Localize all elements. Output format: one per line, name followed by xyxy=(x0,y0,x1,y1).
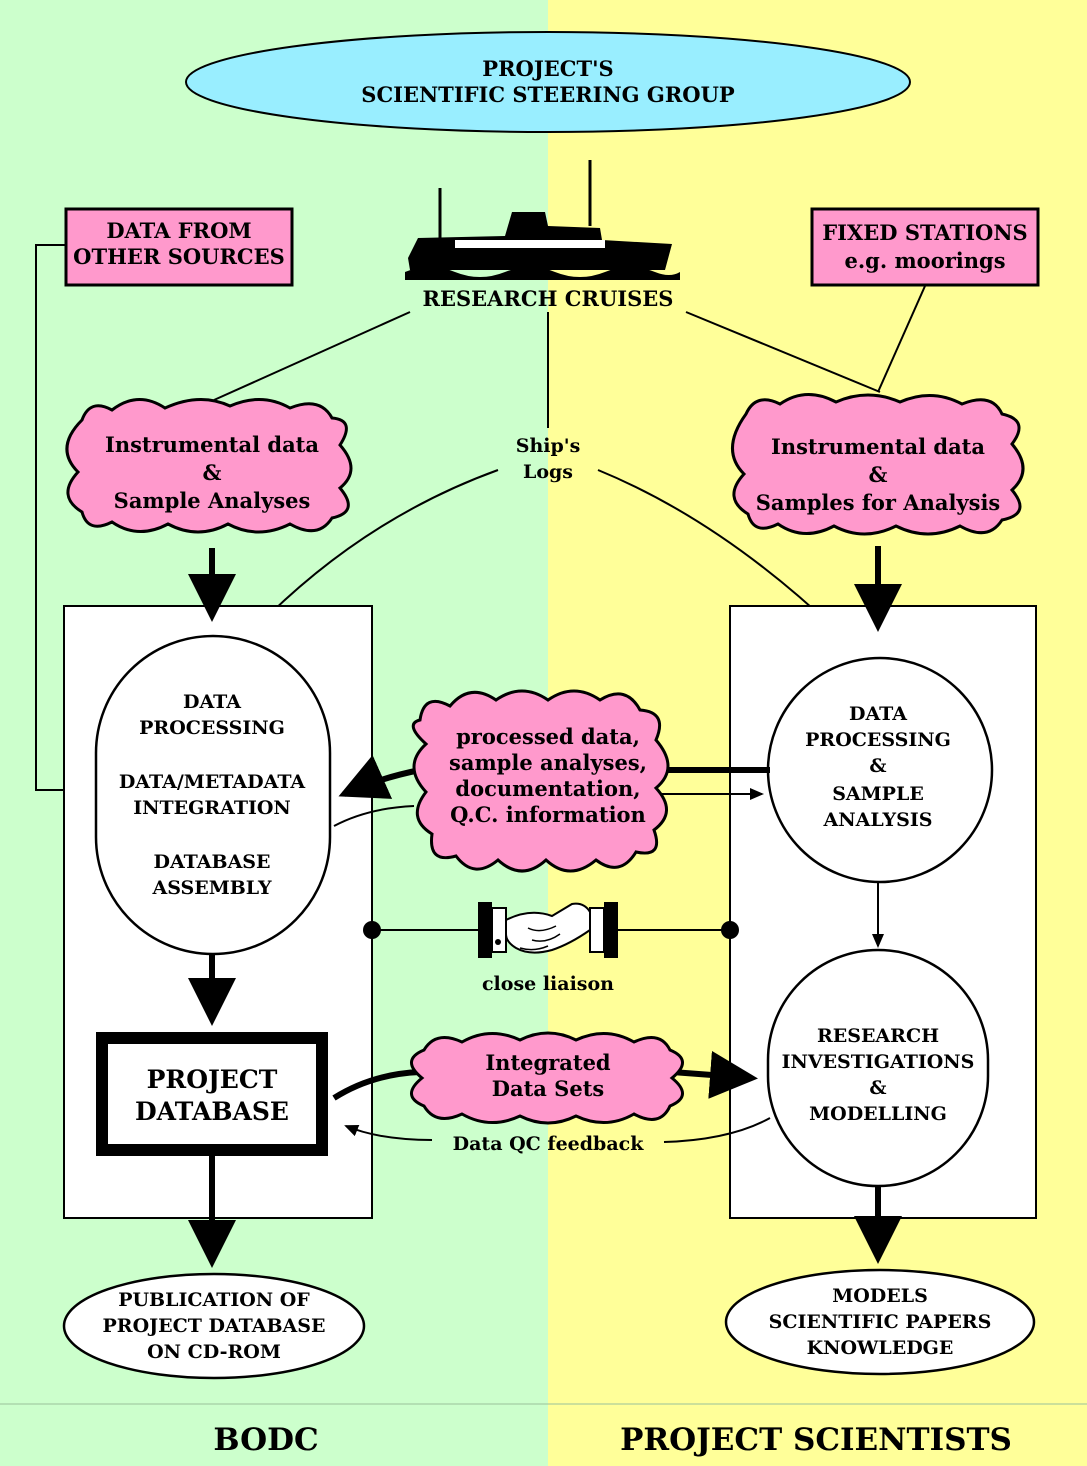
ships-logs-line1: Ship's xyxy=(516,435,581,457)
qc-feedback-line xyxy=(663,1117,771,1143)
research-l4: MODELLING xyxy=(809,1103,947,1125)
project-db-l1: PROJECT xyxy=(147,1065,278,1094)
integrated-burst: Integrated Data Sets xyxy=(410,1031,684,1125)
database-to-integrated-arrow xyxy=(332,1069,421,1101)
publication-node: PUBLICATION OF PROJECT DATABASE ON CD-RO… xyxy=(62,1272,366,1380)
other-sources-box: DATA FROM OTHER SOURCES xyxy=(64,207,294,287)
integrated-to-research-arrow xyxy=(671,1050,758,1099)
integrated-l1: Integrated xyxy=(485,1050,611,1075)
publication-l2: PROJECT DATABASE xyxy=(103,1315,326,1337)
research-l2: INVESTIGATIONS xyxy=(782,1051,975,1073)
exchange-l3: documentation, xyxy=(455,776,640,801)
exchange-l2: sample analyses, xyxy=(449,750,647,775)
other-sources-to-processing-line xyxy=(35,244,90,796)
instr-left-line3: Sample Analyses xyxy=(114,488,311,513)
sci-process-l2: PROCESSING xyxy=(805,729,951,751)
bodc-process-l5: DATABASE xyxy=(153,851,270,873)
publication-l3: ON CD-ROM xyxy=(147,1341,281,1363)
research-l1: RESEARCH xyxy=(817,1025,939,1047)
liaison-connector xyxy=(363,921,739,939)
other-sources-line1: DATA FROM xyxy=(106,218,251,243)
footer-bodc: BODC xyxy=(213,1422,318,1458)
bodc-processing-node: DATA PROCESSING DATA/METADATA INTEGRATIO… xyxy=(94,634,332,956)
fixed-stations-line2: e.g. moorings xyxy=(844,248,1005,273)
bodc-process-l2: PROCESSING xyxy=(139,717,285,739)
research-cruises-label: RESEARCH CRUISES xyxy=(423,286,674,311)
cruise-to-right-line xyxy=(685,311,881,393)
bodc-process-l6: ASSEMBLY xyxy=(151,877,271,899)
instr-left-line1: Instrumental data xyxy=(105,432,319,457)
steering-group: PROJECT'S SCIENTIFIC STEERING GROUP xyxy=(185,31,911,133)
logs-to-bodc-arrow xyxy=(250,469,499,634)
instrumental-left-burst: Instrumental data & Sample Analyses xyxy=(65,397,353,534)
fixed-stations-line1: FIXED STATIONS xyxy=(822,220,1027,245)
steering-line1: PROJECT'S xyxy=(482,56,613,81)
outputs-l3: KNOWLEDGE xyxy=(807,1337,954,1359)
sci-process-l5: ANALYSIS xyxy=(823,809,933,831)
logs-to-scientists-arrow xyxy=(597,469,838,632)
qc-feedback-label: Data QC feedback xyxy=(453,1133,645,1155)
instr-right-line3: Samples for Analysis xyxy=(756,490,1001,515)
sci-process-l4: SAMPLE xyxy=(832,783,924,805)
instrumental-right-burst: Instrumental data & Samples for Analysis xyxy=(731,393,1025,536)
fixed-to-right-line xyxy=(877,285,926,393)
bodc-process-l4: INTEGRATION xyxy=(133,797,291,819)
fixed-stations-box: FIXED STATIONS e.g. moorings xyxy=(810,207,1040,287)
integrated-l2: Data Sets xyxy=(492,1076,605,1101)
research-node: RESEARCH INVESTIGATIONS & MODELLING xyxy=(766,948,990,1188)
footer-project-scientists: PROJECT SCIENTISTS xyxy=(620,1422,1012,1458)
bodc-process-l3: DATA/METADATA xyxy=(119,771,306,793)
outputs-node: MODELS SCIENTIFIC PAPERS KNOWLEDGE xyxy=(724,1268,1036,1376)
ships-logs-line2: Logs xyxy=(523,461,573,483)
ship-icon xyxy=(405,160,680,280)
exchange-burst: processed data, sample analyses, documen… xyxy=(411,689,670,873)
scientists-processing-node: DATA PROCESSING & SAMPLE ANALYSIS xyxy=(766,656,994,884)
exchange-to-bodc-arrow xyxy=(338,755,421,799)
instr-left-line2: & xyxy=(203,460,222,485)
exchange-l4: Q.C. information xyxy=(450,802,646,827)
sci-process-l3: & xyxy=(869,755,886,777)
research-l3: & xyxy=(869,1077,886,1099)
bodc-to-exchange-line xyxy=(333,805,415,827)
instr-right-line1: Instrumental data xyxy=(771,434,985,459)
outputs-l1: MODELS xyxy=(832,1285,928,1307)
outputs-l2: SCIENTIFIC PAPERS xyxy=(769,1311,992,1333)
cruise-to-left-line xyxy=(213,311,411,401)
exchange-l1: processed data, xyxy=(456,724,640,749)
instr-right-line2: & xyxy=(869,462,888,487)
publication-l1: PUBLICATION OF xyxy=(118,1289,310,1311)
other-sources-line2: OTHER SOURCES xyxy=(73,244,285,269)
bodc-process-l1: DATA xyxy=(183,691,241,713)
qc-feedback-arrow xyxy=(344,1125,433,1141)
project-db-l2: DATABASE xyxy=(135,1097,289,1126)
sci-process-l1: DATA xyxy=(849,703,907,725)
project-database-box: PROJECT DATABASE xyxy=(96,1032,328,1156)
close-liaison-label: close liaison xyxy=(482,973,614,995)
handshake-icon xyxy=(478,902,618,958)
steering-line2: SCIENTIFIC STEERING GROUP xyxy=(361,82,735,107)
